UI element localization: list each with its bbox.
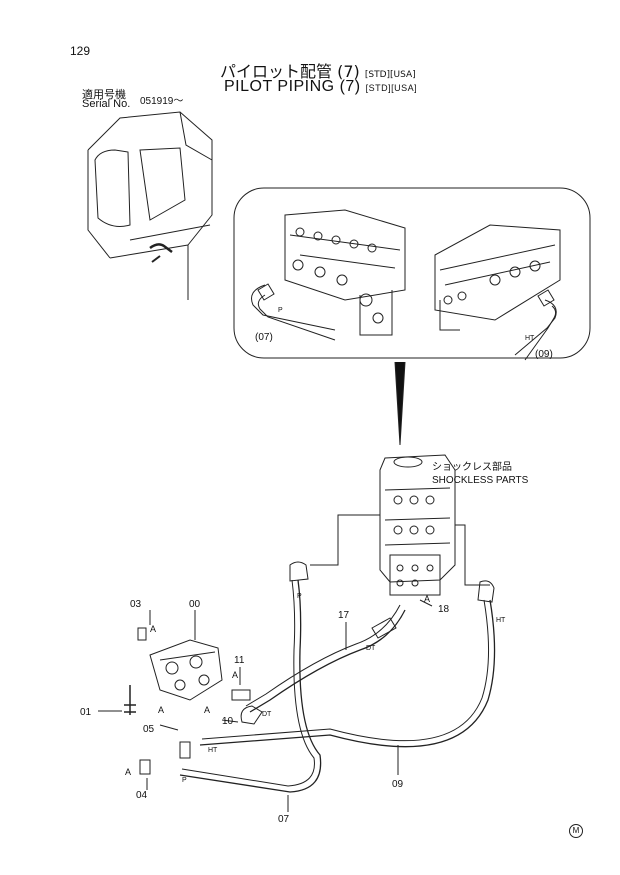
label-ht-hose: HT	[496, 617, 506, 624]
footer-m-mark: M	[569, 824, 583, 838]
callout-07: 07	[278, 814, 290, 825]
serial-label-jp: 適用号機	[82, 88, 126, 101]
elbow-fitting-p	[289, 561, 309, 582]
callout-18: 18	[438, 604, 450, 615]
tag-usa-en: [USA]	[391, 83, 418, 93]
fitting-dt	[371, 617, 397, 639]
callout-leaders	[98, 599, 433, 812]
callout-09: 09	[392, 779, 404, 790]
label-dt-end: DT	[262, 711, 272, 718]
callout-11: 11	[234, 655, 245, 666]
elbow-fitting-ht	[477, 580, 495, 603]
label-a-18: A	[424, 594, 430, 604]
title-english: PILOT PIPING (7) [STD][USA]	[224, 78, 417, 96]
callout-00: 00	[189, 599, 201, 610]
tag-usa: [USA]	[390, 70, 416, 80]
pilot-valve	[124, 627, 251, 775]
control-valve-block	[310, 454, 490, 596]
label-p-inset: P	[278, 307, 283, 314]
callout-05: 05	[143, 724, 155, 735]
callout-01: 01	[80, 707, 92, 718]
tag-std-en: [STD]	[365, 83, 392, 93]
hose-17	[249, 609, 406, 713]
label-a-03: A	[150, 624, 156, 634]
hose-09	[199, 599, 496, 748]
serial-value: 051919～	[140, 96, 184, 107]
title-en-text: PILOT PIPING (7)	[224, 78, 361, 95]
label-ht-inset: HT	[525, 335, 535, 342]
inset-frame	[233, 187, 591, 359]
label-p-end: P	[182, 777, 187, 784]
inset-right-valve	[434, 224, 561, 361]
title-japanese: パイロット配管 (7) [STD][USA]	[220, 58, 416, 82]
inset-left-valve	[251, 209, 406, 341]
cab-sketch	[87, 111, 213, 300]
label-a-04: A	[125, 767, 131, 777]
title-jp-text: パイロット配管 (7)	[220, 62, 360, 81]
callout-04: 04	[136, 790, 148, 801]
callout-10: 10	[222, 716, 234, 727]
callout-17: 17	[338, 610, 350, 621]
hose-07	[179, 579, 322, 793]
inset-callout-07: (07)	[255, 332, 273, 343]
tag-std: [STD]	[364, 70, 391, 80]
label-dt-hose: DT	[366, 645, 376, 652]
label-a-11: A	[232, 670, 238, 680]
elbow-fitting-10	[240, 705, 263, 725]
inset-pointer-arrow	[394, 361, 406, 446]
label-p-hose: P	[297, 593, 302, 600]
inset-callout-09: (09)	[535, 349, 553, 360]
label-ht-end: HT	[208, 747, 218, 754]
callout-03: 03	[130, 599, 142, 610]
shockless-label-en: SHOCKLESS PARTS	[432, 475, 529, 486]
label-a-10: A	[204, 705, 210, 715]
serial-label-en: Serial No.	[82, 98, 131, 110]
shockless-label-jp: ショックレス部品	[432, 460, 512, 473]
label-a-05: A	[158, 705, 164, 715]
page-number: 129	[70, 44, 91, 58]
